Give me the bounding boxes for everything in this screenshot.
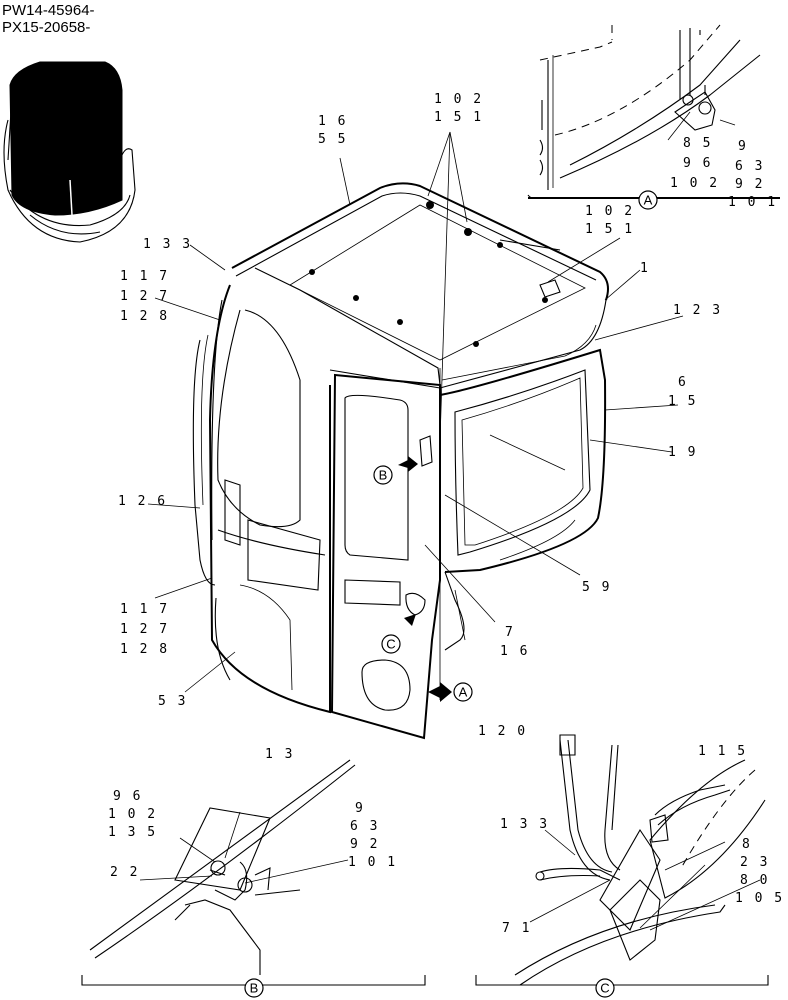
callout-b-detail: B [250,981,259,996]
label-b101: 1 0 1 [348,855,397,870]
label-c105: 1 0 5 [735,891,784,906]
cab-main-view [192,182,609,740]
callout-a-circle [638,190,658,210]
callout-b-main: B [379,468,388,483]
label-16: 1 6 [318,114,347,129]
label-151a: 1 5 1 [434,110,483,125]
label-127b: 1 2 7 [120,622,169,637]
label-102a: 1 0 2 [434,92,483,107]
label-c80: 8 0 [740,873,769,888]
label-151b: 1 5 1 [585,222,634,237]
label-b22: 2 2 [110,865,139,880]
label-6: 6 [678,375,688,390]
label-c133: 1 3 3 [500,817,549,832]
label-b135: 1 3 5 [108,825,157,840]
label-b63: 6 3 [350,819,379,834]
label-102b: 1 0 2 [585,204,634,219]
callout-c-detail: C [600,981,609,996]
label-a63: 6 3 [735,159,764,174]
label-b9: 9 [355,801,365,816]
label-a9: 9 [738,139,748,154]
label-c8: 8 [742,837,752,852]
label-c115: 1 1 5 [698,744,747,759]
label-1: 1 [640,261,650,276]
label-c71: 7 1 [502,921,531,936]
callout-a-main: A [459,685,468,700]
label-7: 7 [505,625,515,640]
label-117b: 1 1 7 [120,602,169,617]
label-127a: 1 2 7 [120,289,169,304]
callout-a-top: A [644,193,653,208]
label-b102: 1 0 2 [108,807,157,822]
label-c120: 1 2 0 [478,724,527,739]
label-c23: 2 3 [740,855,769,870]
label-59: 5 9 [582,580,611,595]
label-b13: 1 3 [265,747,294,762]
label-128b: 1 2 8 [120,642,169,657]
callout-c-main: C [386,637,395,652]
serial-range-1: PW14-45964- [2,2,95,19]
label-a85: 8 5 [683,136,712,151]
label-123: 1 2 3 [673,303,722,318]
label-a96: 9 6 [683,156,712,171]
label-126: 1 2 6 [118,494,167,509]
detail-b-view [81,759,426,986]
detail-c-view [475,734,769,986]
cab-thumbnail [3,61,136,243]
serial-range-2: PX15-20658- [2,19,90,36]
label-a92: 9 2 [735,177,764,192]
label-53: 5 3 [158,694,187,709]
label-15: 1 5 [668,394,697,409]
leader-lines [147,131,684,693]
label-19: 1 9 [668,445,697,460]
label-a101: 1 0 1 [728,195,777,210]
callout-arrows [398,456,452,702]
label-55: 5 5 [318,132,347,147]
label-133: 1 3 3 [143,237,192,252]
label-b96: 9 6 [113,789,142,804]
label-117a: 1 1 7 [120,269,169,284]
label-16b: 1 6 [500,644,529,659]
label-128a: 1 2 8 [120,309,169,324]
label-a102: 1 0 2 [670,176,719,191]
label-b92: 9 2 [350,837,379,852]
